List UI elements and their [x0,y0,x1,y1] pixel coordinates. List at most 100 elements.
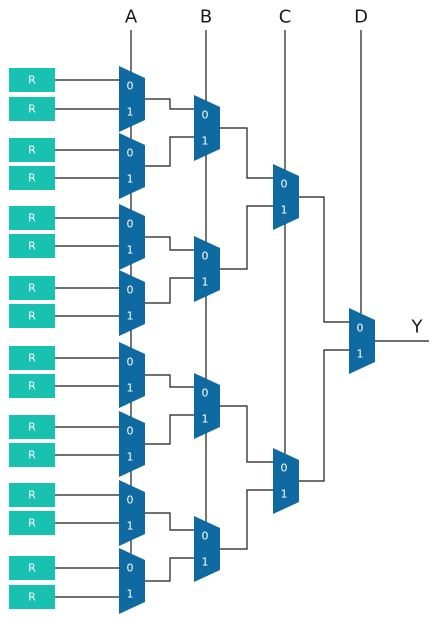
mux-l1-4 [119,270,145,336]
mux-input-label-1: 1 [202,413,209,426]
mux-input-label-0: 0 [127,494,134,507]
register-10 [9,374,55,398]
mux-l1-1 [119,66,145,132]
register-6 [9,234,55,258]
register-4 [9,166,55,190]
mux-input-label-1: 1 [281,204,288,217]
register-2 [9,97,55,121]
mux-input-label-0: 0 [281,178,288,191]
mux-l1-5 [119,342,145,408]
mux-l1-7 [119,480,145,546]
mux-input-label-1: 1 [127,106,134,119]
mux-l2-4 [194,516,220,582]
mux-input-label-1: 1 [202,135,209,148]
register-label: R [28,517,36,530]
wires-layer [55,30,429,598]
wire-l2-1 [220,127,273,179]
mux-input-label-1: 1 [127,520,134,533]
register-label: R [28,591,36,604]
register-label: R [28,352,36,365]
mux-input-label-0: 0 [202,387,209,400]
register-label: R [28,74,36,87]
select-label-C: C [279,7,292,28]
mux-input-label-0: 0 [281,462,288,475]
mux-l3-1 [273,164,299,230]
register-11 [9,415,55,439]
wire-l1-3 [145,236,194,251]
mux-input-label-1: 1 [202,276,209,289]
mux-input-label-1: 1 [281,488,288,501]
select-label-B: B [200,7,212,28]
mux-input-label-0: 0 [202,530,209,543]
register-16 [9,585,55,609]
mux-input-label-0: 0 [127,562,134,575]
register-label: R [28,421,36,434]
register-label: R [28,282,36,295]
register-label: R [28,172,36,185]
register-label: R [28,240,36,253]
wire-l1-1 [145,98,194,110]
mux-input-label-0: 0 [202,250,209,263]
select-label-D: D [354,7,368,28]
register-8 [9,304,55,328]
mux-l1-3 [119,204,145,270]
wire-l3-1 [299,196,349,323]
register-label: R [28,212,36,225]
register-label: R [28,144,36,157]
mux-input-label-0: 0 [127,80,134,93]
register-label: R [28,562,36,575]
register-12 [9,443,55,467]
mux-input-label-1: 1 [127,173,134,186]
register-3 [9,138,55,162]
mux-input-label-1: 1 [127,588,134,601]
shapes-layer [9,66,375,614]
mux-input-label-0: 0 [127,356,134,369]
mux-input-label-0: 0 [127,218,134,231]
register-13 [9,483,55,507]
register-7 [9,276,55,300]
mux-l1-6 [119,411,145,477]
mux-l1-8 [119,548,145,614]
wire-l1-6 [145,414,194,445]
mux-input-label-0: 0 [357,322,364,335]
mux-l2-2 [194,236,220,302]
wire-l1-8 [145,557,194,582]
mux-l3-2 [273,448,299,514]
wire-l3-2 [299,349,349,482]
mux-input-label-0: 0 [202,109,209,122]
labels-layer: A B C D R R R R R R R R R R R R R R R R Y 0 1 0 1 0 1 0 1 0 1 0 1 0 1 0 1 0 1 0… [28,7,423,604]
mux-l1-2 [119,133,145,199]
register-label: R [28,103,36,116]
mux-input-label-0: 0 [127,147,134,160]
mux-input-label-1: 1 [357,348,364,361]
wire-l1-7 [145,512,194,531]
wire-l2-2 [220,205,273,270]
mux-input-label-0: 0 [127,284,134,297]
wire-l1-4 [145,277,194,304]
mux-l2-1 [194,95,220,161]
mux-input-label-0: 0 [127,425,134,438]
register-label: R [28,449,36,462]
register-5 [9,206,55,230]
register-15 [9,556,55,580]
register-label: R [28,380,36,393]
mux-input-label-1: 1 [127,451,134,464]
mux-input-label-1: 1 [127,244,134,257]
wire-l2-4 [220,489,273,550]
mux-l4-1 [349,308,375,374]
wire-l1-2 [145,136,194,167]
mux-l2-3 [194,373,220,439]
register-label: R [28,489,36,502]
register-9 [9,346,55,370]
register-1 [9,68,55,92]
wire-l2-3 [220,405,273,463]
select-label-A: A [125,7,138,28]
mux-input-label-1: 1 [127,310,134,323]
mux-input-label-1: 1 [127,382,134,395]
wire-l1-5 [145,374,194,388]
register-label: R [28,310,36,323]
output-label-y: Y [411,317,424,338]
register-14 [9,511,55,535]
mux-input-label-1: 1 [202,556,209,569]
